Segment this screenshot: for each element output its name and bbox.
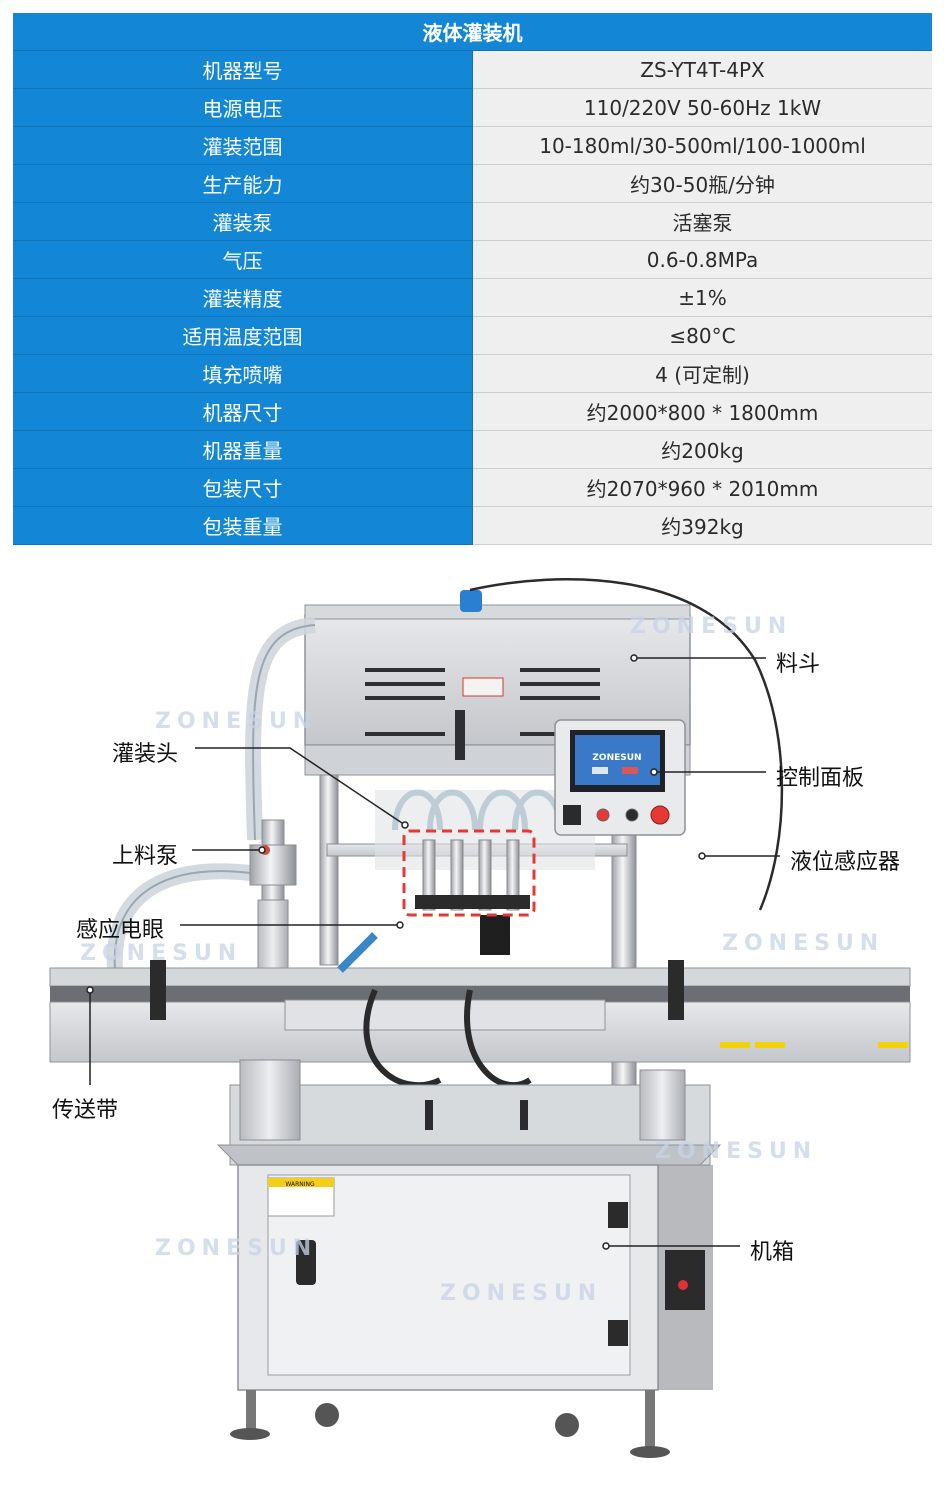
spec-row: 灌装范围 10-180ml/30-500ml/100-1000ml bbox=[13, 126, 932, 165]
spec-value: 活塞泵 bbox=[472, 202, 932, 241]
photo-sensor bbox=[337, 932, 378, 973]
spec-row: 气压 0.6-0.8MPa bbox=[13, 240, 932, 279]
machine-feet bbox=[230, 1390, 670, 1458]
spec-value: 约2000*800 * 1800mm bbox=[472, 392, 932, 431]
machine-photo: ZONESUN bbox=[0, 560, 944, 1486]
spec-label: 机器尺寸 bbox=[13, 392, 473, 431]
filling-head-highlight bbox=[402, 829, 536, 917]
spec-row: 生产能力 约30-50瓶/分钟 bbox=[13, 164, 932, 203]
spec-table: 液体灌装机 机器型号 ZS-YT4T-4PX 电源电压 110/220V 50-… bbox=[13, 13, 932, 545]
watermarks: ZONESUN ZONESUN ZONESUN ZONESUN ZONESUN … bbox=[80, 614, 884, 1306]
watermark: ZONESUN bbox=[630, 614, 792, 639]
spec-row: 机器型号 ZS-YT4T-4PX bbox=[13, 50, 932, 89]
spec-label: 包装尺寸 bbox=[13, 468, 473, 507]
spec-value: 10-180ml/30-500ml/100-1000ml bbox=[472, 126, 932, 165]
spec-row: 机器尺寸 约2000*800 * 1800mm bbox=[13, 392, 932, 431]
callout-cabinet: 机箱 bbox=[750, 1240, 795, 1265]
hopper bbox=[304, 590, 691, 750]
spec-value: 约392kg bbox=[472, 506, 932, 545]
spec-label: 电源电压 bbox=[13, 88, 473, 127]
feed-hose-outline bbox=[113, 624, 316, 971]
spec-row: 包装尺寸 约2070*960 * 2010mm bbox=[13, 468, 932, 507]
spec-title-row: 液体灌装机 bbox=[13, 13, 932, 51]
filling-frame bbox=[319, 710, 637, 1126]
callout-feed-pump: 上料泵 bbox=[112, 844, 179, 869]
start-button-icon bbox=[596, 808, 610, 822]
emergency-stop-icon bbox=[650, 805, 670, 825]
watermark: ZONESUN bbox=[722, 931, 884, 956]
sensor-cable bbox=[469, 577, 784, 911]
spec-value: ≤80°C bbox=[472, 316, 932, 355]
screen-brand: ZONESUN bbox=[592, 753, 641, 763]
spec-title: 液体灌装机 bbox=[13, 13, 932, 51]
callout-photo-sensor: 感应电眼 bbox=[76, 918, 165, 943]
spec-label: 机器型号 bbox=[13, 50, 473, 89]
warning-label: WARNING bbox=[285, 1181, 315, 1188]
watermark: ZONESUN bbox=[440, 1281, 602, 1306]
spec-value: ZS-YT4T-4PX bbox=[472, 50, 932, 89]
control-panel: ZONESUN bbox=[554, 719, 686, 836]
spec-label: 填充喷嘴 bbox=[13, 354, 473, 393]
callout-leader-lines bbox=[86, 654, 780, 1250]
spec-label: 灌装泵 bbox=[13, 202, 473, 241]
spec-row: 包装重量 约392kg bbox=[13, 506, 932, 545]
spec-label: 灌装范围 bbox=[13, 126, 473, 165]
spec-row: 适用温度范围 ≤80°C bbox=[13, 316, 932, 355]
conveyor bbox=[49, 960, 911, 1063]
blue-cap-icon bbox=[460, 590, 482, 612]
spec-value: 约30-50瓶/分钟 bbox=[472, 164, 932, 203]
callout-conveyor: 传送带 bbox=[52, 1098, 119, 1123]
callout-filling-head: 灌装头 bbox=[112, 742, 179, 767]
spec-label: 灌装精度 bbox=[13, 278, 473, 317]
callout-hopper: 料斗 bbox=[776, 652, 821, 677]
selector-knob-icon bbox=[625, 808, 639, 822]
spec-row: 填充喷嘴 4 (可定制) bbox=[13, 354, 932, 393]
spec-row: 电源电压 110/220V 50-60Hz 1kW bbox=[13, 88, 932, 127]
spec-value: 0.6-0.8MPa bbox=[472, 240, 932, 279]
spec-value: 约2070*960 * 2010mm bbox=[472, 468, 932, 507]
spec-value: 110/220V 50-60Hz 1kW bbox=[472, 88, 932, 127]
watermark: ZONESUN bbox=[155, 709, 317, 734]
door-handle-icon bbox=[296, 1240, 316, 1285]
spec-row: 机器重量 约200kg bbox=[13, 430, 932, 469]
machine-illustration: ZONESUN bbox=[49, 577, 911, 1458]
spec-row: 灌装泵 活塞泵 bbox=[13, 202, 932, 241]
watermark: ZONESUN bbox=[155, 1236, 317, 1261]
watermark: ZONESUN bbox=[80, 941, 242, 966]
spec-label: 适用温度范围 bbox=[13, 316, 473, 355]
spec-label: 生产能力 bbox=[13, 164, 473, 203]
spec-label: 气压 bbox=[13, 240, 473, 279]
machine-table bbox=[216, 1059, 722, 1166]
spec-value: 约200kg bbox=[472, 430, 932, 469]
spec-value: 4 (可定制) bbox=[472, 354, 932, 393]
touch-screen bbox=[575, 735, 660, 785]
spec-label: 机器重量 bbox=[13, 430, 473, 469]
spec-label: 包装重量 bbox=[13, 506, 473, 545]
spec-row: 灌装精度 ±1% bbox=[13, 278, 932, 317]
watermark: ZONESUN bbox=[655, 1139, 817, 1164]
cabinet: WARNING bbox=[237, 1164, 713, 1391]
callout-control-panel: 控制面板 bbox=[776, 766, 865, 791]
spec-value: ±1% bbox=[472, 278, 932, 317]
feed-pump bbox=[249, 819, 297, 971]
callout-level-sensor: 液位感应器 bbox=[790, 850, 901, 875]
